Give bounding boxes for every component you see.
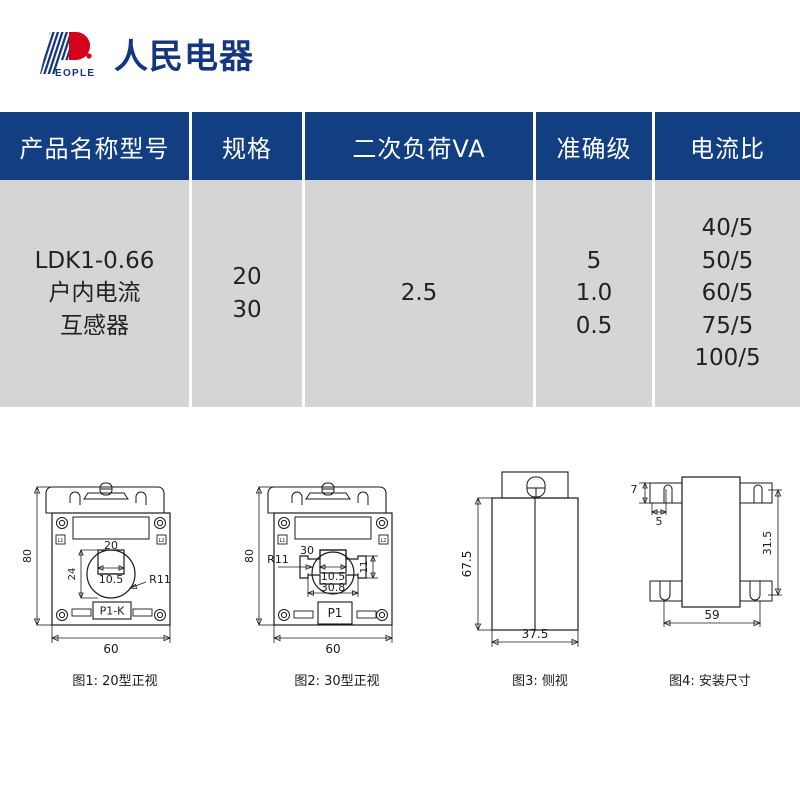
fig2-terminal-l2: L2	[381, 538, 387, 544]
fig2-dim-span: 30.8	[321, 581, 346, 594]
fig2-dim-bore: 10.5	[321, 570, 346, 583]
cell-ratio: 40/5 50/5 60/5 75/5 100/5	[655, 180, 800, 407]
figure-1-drawing: L1 L2 P1-K 80 60 20	[21, 482, 172, 656]
fig2-dim-side: 11	[359, 561, 370, 574]
figure-2-front-view-30: L1 L2 P1 80 60 30	[232, 455, 442, 695]
fig2-dim-top: 30	[300, 544, 314, 557]
table-row: LDK1-0.66 户内电流 互感器 20 30 2.5 5 1.0 0.5 4…	[0, 180, 800, 407]
fig4-dim-clip-width: 5	[656, 515, 663, 528]
figure-1-caption: 图1: 20型正视	[72, 674, 158, 689]
fig1-dim-vertical: 24	[67, 568, 78, 581]
cell-model: LDK1-0.66 户内电流 互感器	[0, 180, 192, 407]
figure-3-caption: 图3: 侧视	[512, 674, 568, 689]
brand-header: EOPLE 人民电器	[0, 0, 800, 108]
fig2-dim-radius: R11	[267, 553, 289, 566]
column-header-spec: 规格	[192, 112, 305, 180]
fig2-dim-width: 60	[325, 642, 340, 656]
column-header-ratio: 电流比	[655, 112, 800, 180]
figure-1-front-view-20: L1 L2 P1-K 80 60 20	[10, 455, 220, 695]
logo-p-icon	[40, 32, 92, 74]
fig1-dim-width: 60	[103, 642, 118, 656]
company-logo: EOPLE 人民电器	[36, 28, 254, 79]
cell-burden: 2.5	[305, 180, 536, 407]
fig2-dim-height: 80	[243, 549, 256, 563]
figure-4-drawing: 7 5 31.5 59	[631, 476, 782, 627]
fig1-terminal-label: P1-K	[100, 605, 126, 618]
company-name: 人民电器	[114, 36, 254, 77]
figure-2-caption: 图2: 30型正视	[294, 674, 380, 689]
fig1-terminal-l2: L2	[159, 538, 165, 544]
fig4-dim-clip-height: 7	[631, 483, 638, 496]
figure-3-side-view: 67.5 37.5 图3: 侧视	[450, 455, 630, 695]
column-header-accuracy: 准确级	[536, 112, 655, 180]
fig1-dim-bore: 10.5	[99, 573, 124, 586]
logo-subtext: EOPLE	[55, 68, 96, 79]
fig4-dim-vertical: 31.5	[761, 531, 774, 556]
table-header-row: 产品名称型号 规格 二次负荷VA 准确级 电流比	[0, 112, 800, 180]
fig1-dim-radius: R11	[149, 573, 171, 586]
fig3-dim-width: 37.5	[522, 627, 549, 641]
cell-spec: 20 30	[192, 180, 305, 407]
column-header-model: 产品名称型号	[0, 112, 192, 180]
figure-4-mounting-dimensions: 7 5 31.5 59 图4: 安装尺寸	[620, 455, 800, 695]
drawings-section: L1 L2 P1-K 80 60 20	[0, 455, 800, 705]
figure-2-drawing: L1 L2 P1 80 60 30	[243, 482, 394, 656]
specification-table: 产品名称型号 规格 二次负荷VA 准确级 电流比 LDK1-0.66 户内电流 …	[0, 112, 800, 407]
fig1-terminal-l1: L1	[58, 538, 64, 544]
fig3-dim-height: 67.5	[460, 551, 474, 578]
fig1-dim-height: 80	[21, 549, 34, 563]
fig1-dim-plate: 20	[104, 539, 118, 552]
logo-mark-icon: EOPLE	[36, 28, 106, 79]
column-header-burden: 二次负荷VA	[305, 112, 536, 180]
figure-3-drawing: 67.5 37.5	[460, 471, 580, 647]
fig4-dim-width: 59	[704, 608, 719, 622]
cell-accuracy: 5 1.0 0.5	[536, 180, 655, 407]
fig2-terminal-label: P1	[328, 606, 343, 620]
fig2-terminal-l1: L1	[280, 538, 286, 544]
figure-4-caption: 图4: 安装尺寸	[669, 674, 751, 689]
